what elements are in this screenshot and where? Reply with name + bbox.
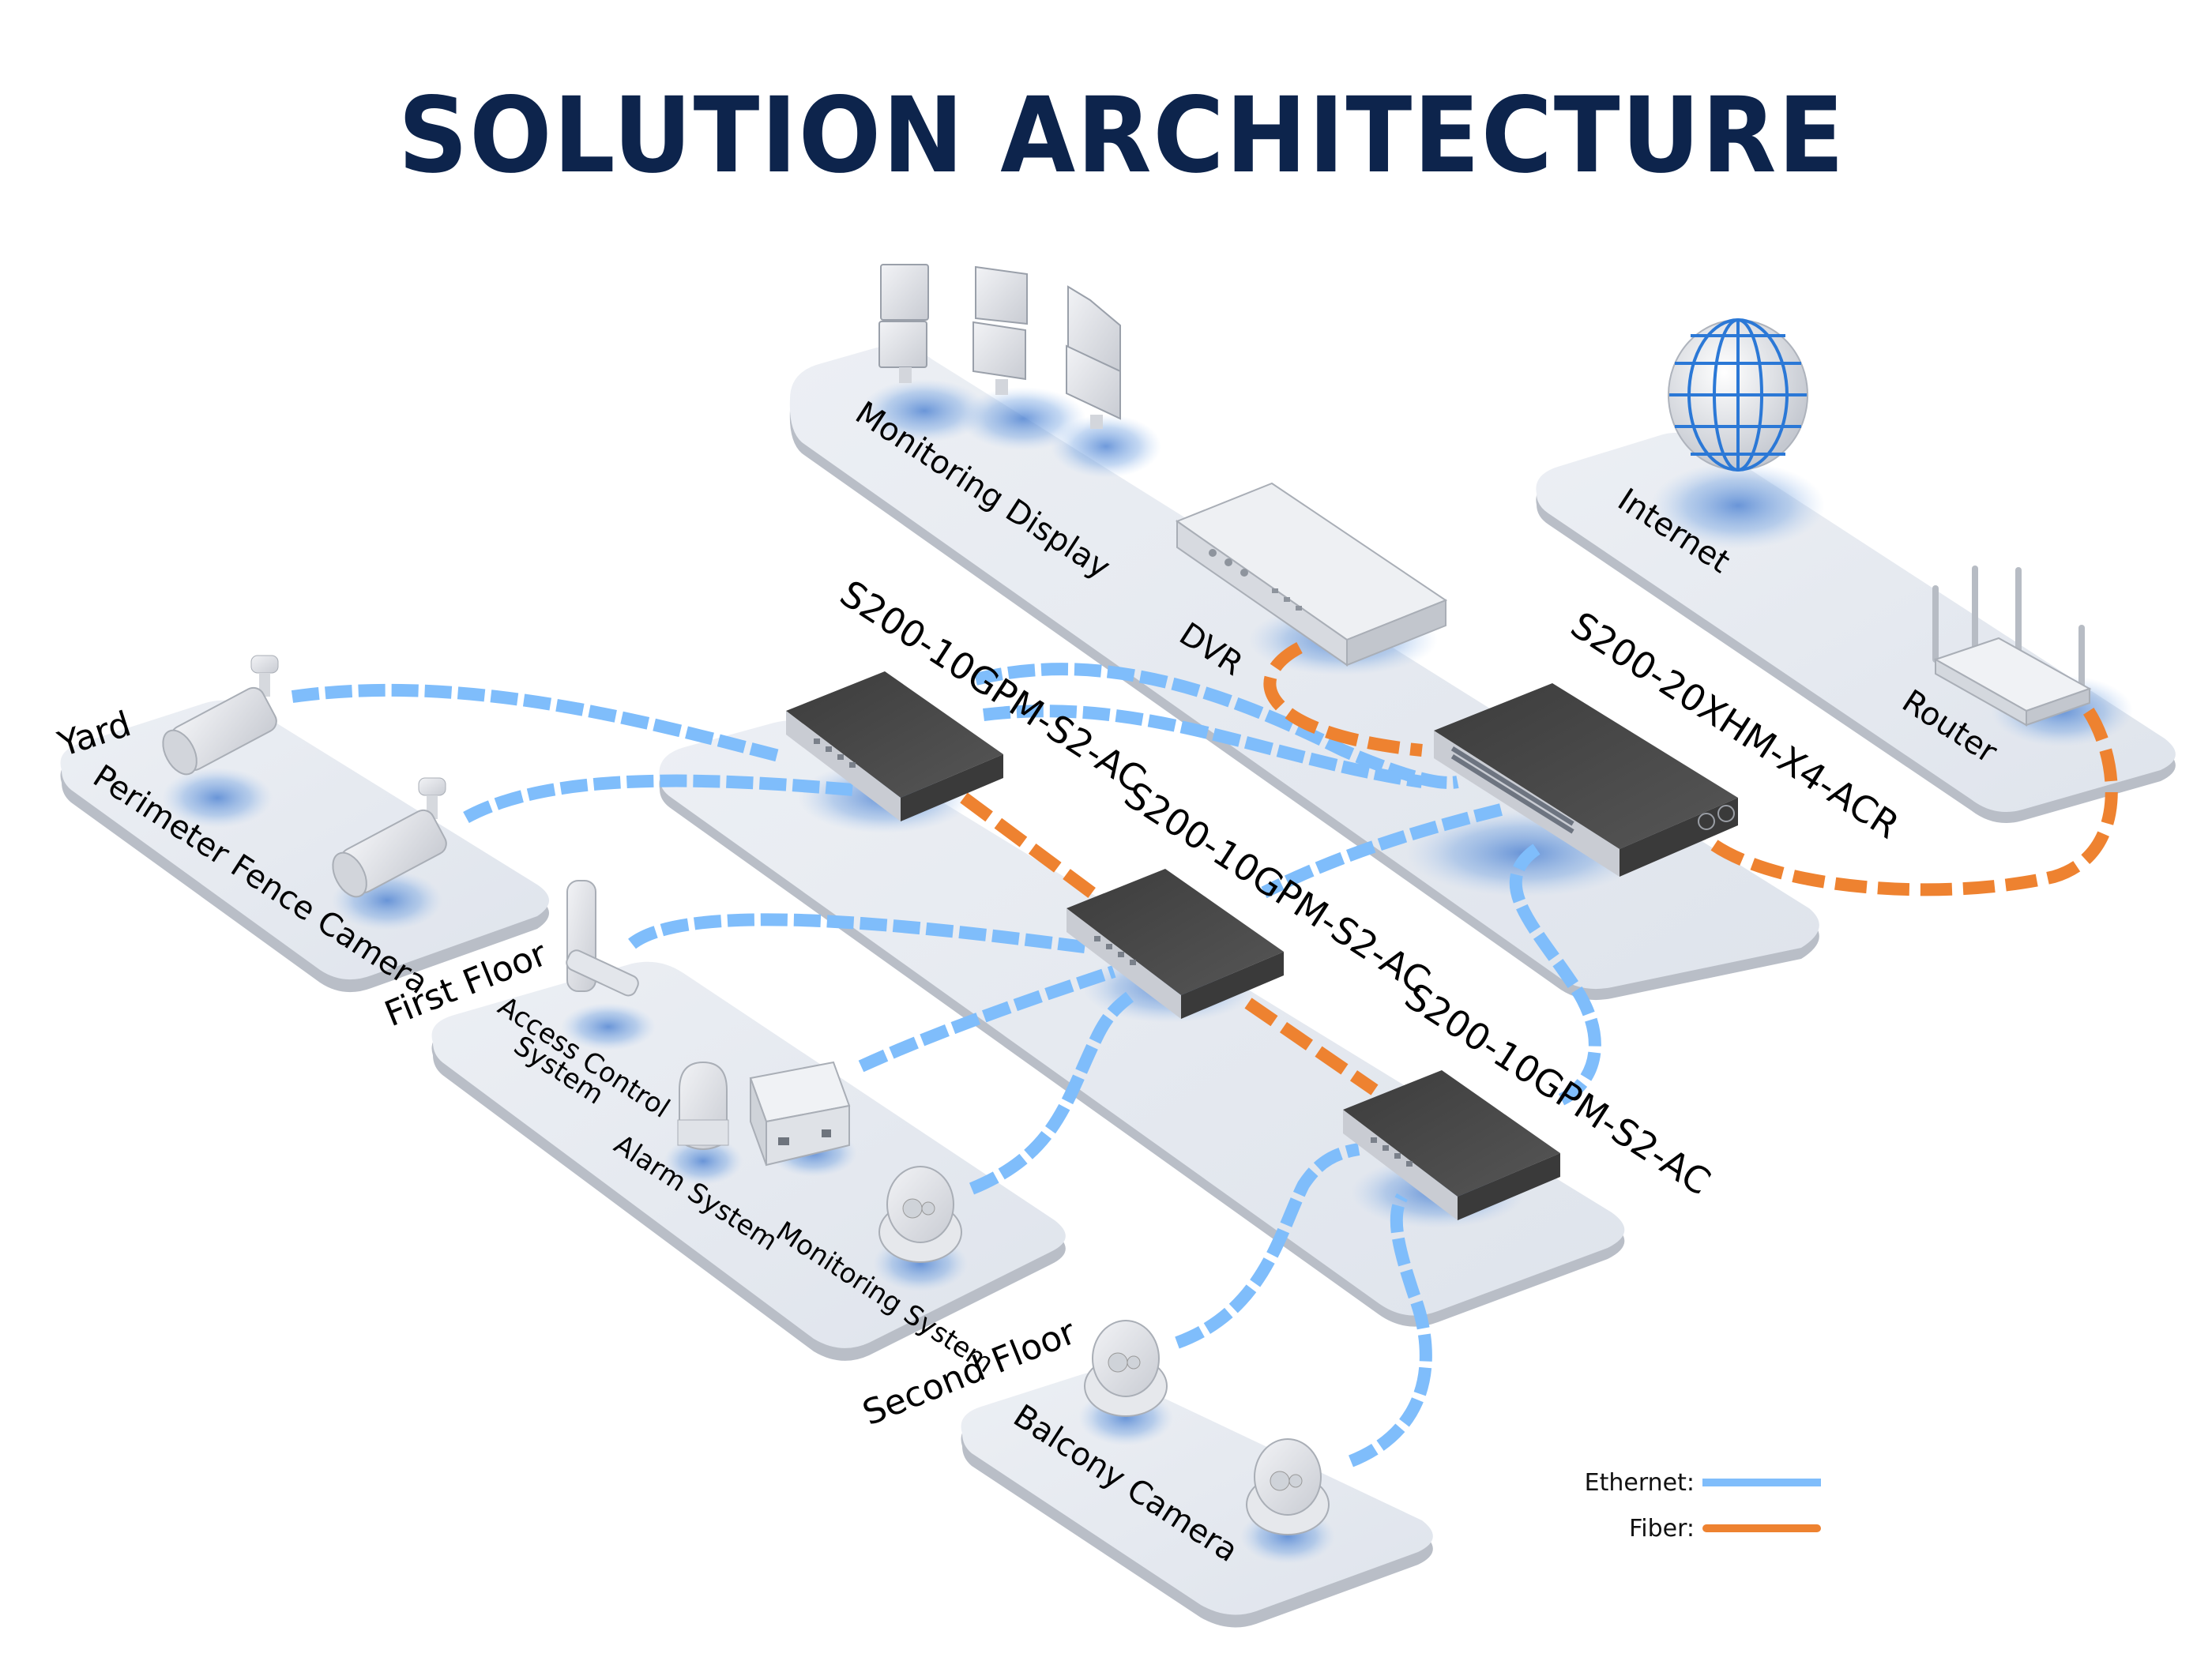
page-title: SOLUTION ARCHITECTURE (397, 75, 1846, 197)
legend-label-ethernet: Ethernet: (1584, 1468, 1695, 1497)
bullet-camera-icon (162, 655, 279, 776)
core-switch-icon (1434, 683, 1738, 877)
ethernet-link (291, 683, 784, 763)
globe-icon (1668, 318, 1808, 472)
legend-swatch-fiber (1702, 1524, 1821, 1532)
access-control-icon (566, 880, 639, 997)
access-switch-1-icon (786, 671, 1003, 821)
access-switch-2-icon (1066, 869, 1284, 1019)
ethernet-link (1175, 1143, 1360, 1349)
ethernet-link (463, 774, 854, 824)
legend: Ethernet: Fiber: (1560, 1460, 1821, 1551)
dome-camera-icon (1084, 1320, 1168, 1417)
platform-yard (60, 700, 550, 993)
fiber-link (1263, 641, 1423, 757)
media-converter-icon (749, 1061, 851, 1167)
ethernet-link (1261, 803, 1503, 899)
ethernet-link (1509, 844, 1601, 1108)
links (291, 641, 2118, 1467)
ethernet-link (628, 913, 1092, 954)
monitor-wall-icon (878, 264, 1121, 429)
ethernet-link (858, 965, 1116, 1073)
ethernet-link (983, 705, 1424, 788)
legend-item-fiber: Fiber: (1560, 1505, 1821, 1551)
ethernet-link (969, 991, 1134, 1195)
bullet-camera-icon (332, 777, 447, 898)
access-switch-3-icon (1343, 1070, 1560, 1220)
fiber-link (1710, 703, 2118, 896)
fiber-link (1244, 998, 1379, 1095)
dome-camera-icon (878, 1166, 962, 1263)
ethernet-link (1348, 1193, 1432, 1467)
legend-swatch-ethernet (1702, 1479, 1821, 1486)
legend-label-fiber: Fiber: (1629, 1514, 1695, 1543)
alarm-icon (677, 1061, 729, 1150)
dvr-icon (1175, 482, 1448, 667)
dome-camera-icon (1246, 1438, 1330, 1535)
legend-item-ethernet: Ethernet: (1560, 1460, 1821, 1505)
fiber-link (960, 792, 1106, 906)
router-icon (1932, 566, 2092, 727)
